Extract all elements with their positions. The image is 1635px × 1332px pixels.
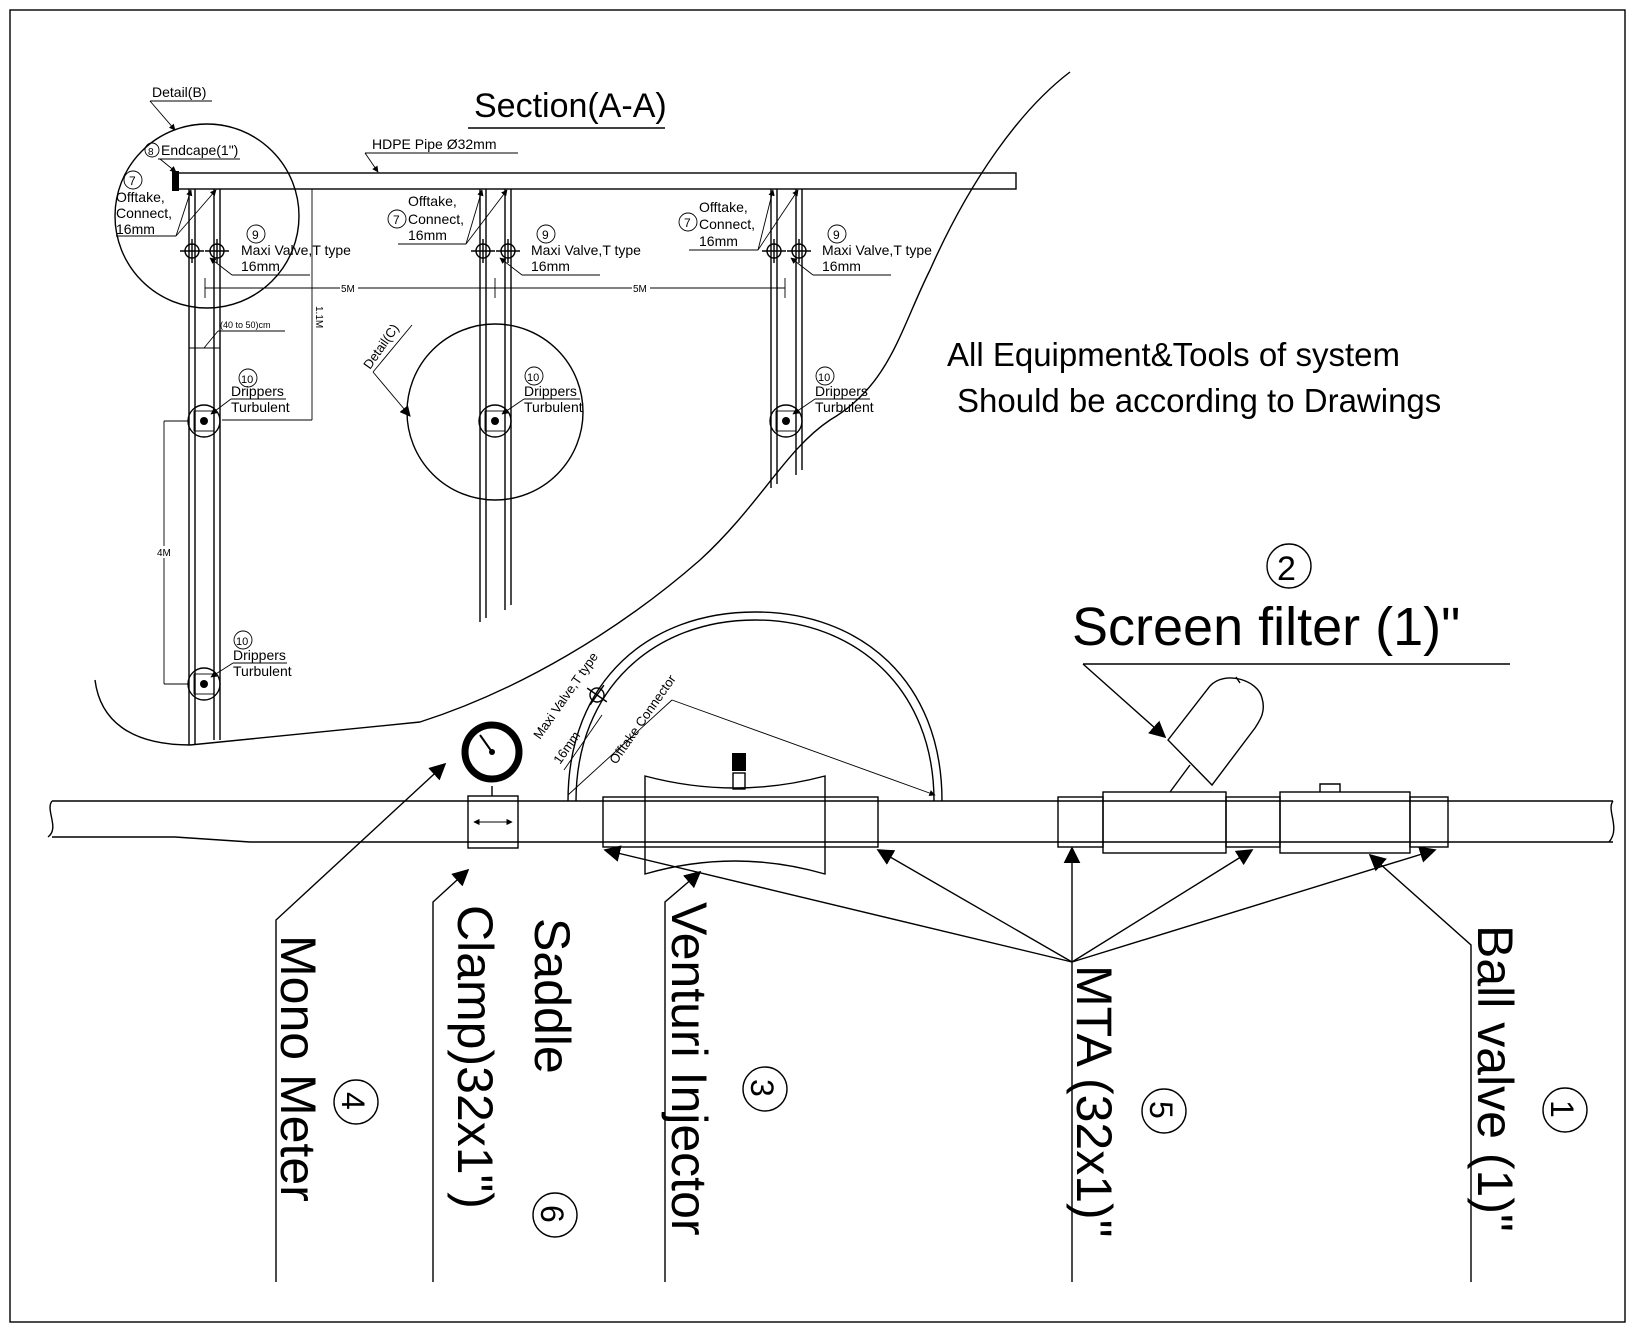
svg-text:Turbulent: Turbulent: [524, 399, 583, 415]
maxi-valve-symbols: [180, 239, 811, 263]
svg-text:Maxi Valve,T type: Maxi Valve,T type: [241, 242, 351, 258]
dim-5m-1: 5M: [341, 284, 355, 295]
detail-b-circle: [114, 123, 300, 309]
dripper-label-3: 10 Drippers Turbulent: [792, 366, 874, 415]
saddle-clamp: [467, 795, 519, 849]
leader-lines: [275, 762, 1472, 1282]
svg-text:16mm: 16mm: [531, 258, 570, 274]
svg-text:(40 to 50)cm: (40 to 50)cm: [220, 320, 271, 330]
saddle-label-2: Clamp)32x1"): [447, 905, 503, 1209]
svg-text:16mm: 16mm: [408, 227, 447, 243]
svg-text:Connect,: Connect,: [116, 205, 172, 221]
dimension-40-50cm: (40 to 50)cm: [189, 320, 285, 349]
maxi-valve-label-2: 9 Maxi Valve,T type 16mm: [499, 224, 641, 276]
saddle-num: 6: [534, 1205, 570, 1223]
venturi-bypass: [567, 611, 943, 802]
component-labels: Mono Meter 4 Saddle Clamp)32x1") 6 Ventu…: [270, 902, 1588, 1238]
saddle-label-1: Saddle: [524, 918, 580, 1074]
note-line-2: Should be according to Drawings: [957, 382, 1441, 419]
maxi-valve-label-3: 9 Maxi Valve,T type 16mm: [790, 224, 932, 276]
offtake-label-1: 7 Offtake, Connect, 16mm: [116, 170, 217, 237]
venturi-label: Venturi Injector: [661, 902, 717, 1236]
section-boundary: [94, 71, 1071, 746]
svg-text:Drippers: Drippers: [524, 383, 577, 399]
detail-b-label: Detail(B): [152, 84, 206, 100]
dripper-label-2: 10 Drippers Turbulent: [501, 366, 583, 415]
hdpe-pipe-label: HDPE Pipe Ø32mm: [372, 136, 496, 152]
endcap: [172, 171, 179, 191]
ball-valve-num: 1: [1544, 1100, 1580, 1118]
svg-text:9: 9: [252, 228, 259, 242]
dim-5m-2: 5M: [633, 284, 647, 295]
svg-text:10: 10: [527, 372, 539, 384]
offtake-label-3: Offtake, 7 Connect, 16mm: [678, 189, 799, 251]
svg-text:Offtake,: Offtake,: [699, 199, 748, 215]
endcap-label: Endcape(1"): [161, 142, 238, 158]
svg-text:Connect,: Connect,: [699, 216, 755, 232]
venturi-num: 3: [744, 1079, 780, 1097]
note-line-1: All Equipment&Tools of system: [947, 336, 1400, 373]
lateral-group-1: [188, 189, 221, 745]
svg-text:Turbulent: Turbulent: [815, 399, 874, 415]
venturi-injector: [644, 775, 826, 875]
svg-text:Drippers: Drippers: [231, 383, 284, 399]
svg-text:16mm: 16mm: [116, 221, 155, 237]
endcap-num: 8: [148, 147, 154, 158]
svg-text:10: 10: [818, 372, 830, 384]
svg-text:10: 10: [241, 374, 253, 386]
svg-text:9: 9: [833, 228, 840, 242]
dimension-5m: 5M 5M: [204, 278, 786, 298]
mono-meter-label: Mono Meter: [270, 935, 326, 1202]
dripper-label-1: 10 Drippers Turbulent: [210, 368, 290, 415]
svg-text:Turbulent: Turbulent: [231, 399, 290, 415]
svg-text:16mm: 16mm: [699, 233, 738, 249]
screen-filter-num: 2: [1277, 550, 1296, 588]
svg-text:16mm: 16mm: [822, 258, 861, 274]
svg-text:7: 7: [684, 216, 691, 230]
dripper-label-4: 10 Drippers Turbulent: [210, 630, 292, 679]
svg-text:16mm: 16mm: [550, 729, 583, 767]
svg-text:Drippers: Drippers: [233, 647, 286, 663]
screen-filter-cartridge: [1167, 677, 1264, 787]
svg-text:10: 10: [236, 636, 248, 648]
svg-text:Maxi Valve,T type: Maxi Valve,T type: [822, 242, 932, 258]
svg-text:Turbulent: Turbulent: [233, 663, 292, 679]
section-title: Section(A-A): [474, 87, 667, 125]
dimension-4m: 4M: [156, 420, 188, 685]
svg-text:Drippers: Drippers: [815, 383, 868, 399]
offtake-label-2: Offtake, 7 Connect, 16mm: [387, 189, 508, 245]
dimension-1-1m: 1.1M: [189, 188, 324, 421]
svg-text:1.1M: 1.1M: [313, 306, 324, 328]
mta-label: MTA (32x1)": [1066, 965, 1122, 1237]
svg-text:Maxi Valve,T type: Maxi Valve,T type: [531, 242, 641, 258]
svg-text:Offtake,: Offtake,: [116, 189, 165, 205]
maxi-valve-label-1: 9 Maxi Valve,T type 16mm: [209, 224, 351, 276]
dripper-symbols: [187, 404, 803, 701]
screen-filter-label: Screen filter (1)": [1072, 597, 1460, 657]
svg-text:9: 9: [542, 228, 549, 242]
drawing-frame: [9, 9, 1626, 1323]
mta-fitting-left: [1057, 796, 1104, 848]
ball-valve-label: Ball valve (1)": [1467, 925, 1523, 1232]
svg-text:7: 7: [393, 213, 400, 227]
svg-text:7: 7: [129, 174, 136, 188]
mono-meter-num: 4: [335, 1092, 371, 1110]
section-a-a: Section(A-A) HDPE Pipe Ø32mm Detail(B) 8…: [94, 71, 1441, 746]
offtake-connector-label: Offtake Connector: [606, 671, 679, 766]
svg-text:16mm: 16mm: [241, 258, 280, 274]
lateral-group-3: [770, 189, 803, 488]
mta-num: 5: [1143, 1101, 1179, 1119]
svg-text:Offtake,: Offtake,: [408, 193, 457, 209]
screen-filter-callout: 2 Screen filter (1)": [1072, 543, 1510, 739]
hdpe-pipe: [177, 172, 1017, 190]
svg-text:Connect,: Connect,: [408, 211, 464, 227]
detail-c-label: Detail(C): [360, 321, 402, 372]
svg-text:4M: 4M: [157, 548, 171, 559]
mta-fitting-right: [1409, 796, 1449, 848]
